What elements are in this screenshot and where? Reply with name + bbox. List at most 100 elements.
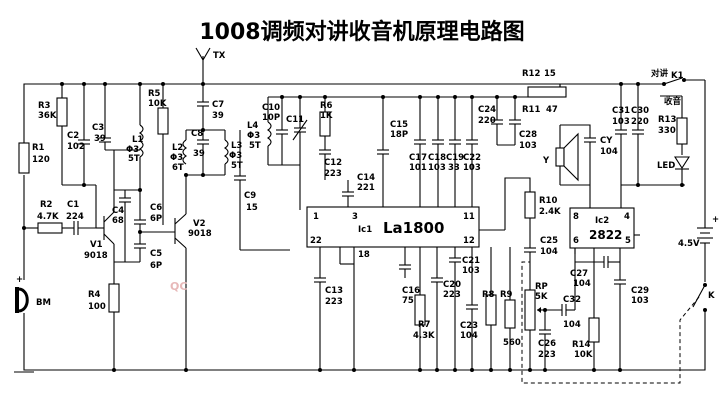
svg-text:104: 104 xyxy=(540,247,558,257)
svg-text:223: 223 xyxy=(443,290,461,300)
svg-text:C21: C21 xyxy=(462,256,480,266)
capacitor-c7: C7 39 xyxy=(197,84,224,130)
svg-text:39: 39 xyxy=(212,111,224,121)
svg-text:223: 223 xyxy=(538,350,556,360)
svg-text:Ic2: Ic2 xyxy=(595,216,609,226)
svg-text:R1: R1 xyxy=(32,143,45,153)
svg-text:C11: C11 xyxy=(286,115,304,125)
svg-text:47: 47 xyxy=(546,105,558,115)
svg-text:223: 223 xyxy=(324,169,342,179)
svg-text:1: 1 xyxy=(313,212,319,222)
svg-text:V2: V2 xyxy=(193,219,206,229)
capacitor-c11-variable: C11 xyxy=(286,97,308,210)
svg-text:68: 68 xyxy=(112,216,124,226)
svg-text:104: 104 xyxy=(460,331,478,341)
capacitor-c3: C3 39 xyxy=(92,84,140,151)
svg-text:5K: 5K xyxy=(535,292,548,302)
capacitor-c17: C17 101 xyxy=(409,97,427,207)
svg-text:C16: C16 xyxy=(402,286,420,296)
inductor-l4: L4 Φ3 5T xyxy=(247,97,272,165)
svg-text:3: 3 xyxy=(352,212,358,222)
capacitor-c5: C5 6P xyxy=(114,243,162,271)
svg-text:103: 103 xyxy=(462,266,480,276)
svg-text:4.7K: 4.7K xyxy=(37,212,59,222)
svg-text:10P: 10P xyxy=(262,113,280,123)
resistor-r14: R14 10K xyxy=(572,290,600,370)
svg-text:RP: RP xyxy=(535,282,548,292)
svg-text:CY: CY xyxy=(600,136,613,146)
svg-text:C8: C8 xyxy=(191,129,203,139)
resistor-r7: R7 4.3K xyxy=(413,247,435,370)
microphone-bm: + BM xyxy=(15,175,51,330)
svg-text:6T: 6T xyxy=(172,163,184,173)
svg-text:对讲: 对讲 xyxy=(651,68,669,79)
capacitor-c14: C14 221 xyxy=(342,173,375,210)
capacitor-c6: C6 6P xyxy=(134,190,162,244)
ic1-la1800: 1 3 11 22 18 12 Ic1 La1800 xyxy=(306,206,505,370)
inductor-l3: L3 Φ3 5T xyxy=(186,130,243,176)
svg-text:6P: 6P xyxy=(150,261,162,271)
svg-text:11: 11 xyxy=(463,212,475,222)
dashed-linkage xyxy=(521,261,700,384)
svg-text:9018: 9018 xyxy=(188,229,212,239)
svg-text:L3: L3 xyxy=(231,141,242,151)
svg-text:5: 5 xyxy=(625,236,631,246)
svg-text:R5: R5 xyxy=(148,89,161,99)
ic2-2822: 8 4 6 5 Ic2 2822 xyxy=(569,207,640,290)
inductor-l2: L2 Φ3 6T xyxy=(170,129,225,173)
capacitor-c27: C27 104 xyxy=(570,256,620,289)
capacitor-cy: CY 104 xyxy=(560,124,618,208)
svg-text:2.4K: 2.4K xyxy=(539,207,561,217)
watermark: QC xyxy=(170,280,187,293)
svg-text:R2: R2 xyxy=(40,200,53,210)
svg-text:33: 33 xyxy=(448,163,460,173)
capacitor-c21: C21 103 xyxy=(449,247,480,370)
resistor-r4: R4 100 xyxy=(88,262,120,370)
svg-text:C9: C9 xyxy=(244,191,256,201)
svg-text:Φ3: Φ3 xyxy=(247,131,260,141)
svg-text:C28: C28 xyxy=(519,130,537,140)
svg-text:K1: K1 xyxy=(671,71,684,81)
resistor-r5: R5 10K xyxy=(140,84,175,233)
capacitor-c15: C15 18P xyxy=(377,97,408,210)
svg-text:15: 15 xyxy=(246,203,258,213)
svg-text:223: 223 xyxy=(325,297,343,307)
svg-text:103: 103 xyxy=(631,296,649,306)
svg-text:L1: L1 xyxy=(132,135,143,145)
svg-text:6: 6 xyxy=(573,236,579,246)
capacitor-c8: C8 39 xyxy=(191,129,209,175)
svg-text:103: 103 xyxy=(428,163,446,173)
inductor-l1: L1 Φ3 5T xyxy=(126,84,144,190)
capacitor-c16: C16 75P xyxy=(399,247,420,306)
svg-text:C26: C26 xyxy=(538,339,556,349)
svg-text:C5: C5 xyxy=(150,249,162,259)
svg-text:Ic1: Ic1 xyxy=(358,225,372,235)
capacitor-c30: C30 220 xyxy=(621,84,685,186)
capacitor-c20: C20 223 xyxy=(431,247,461,370)
svg-text:C2: C2 xyxy=(67,131,79,141)
svg-text:220: 220 xyxy=(631,117,649,127)
svg-text:560: 560 xyxy=(503,338,521,348)
svg-text:C17: C17 xyxy=(409,153,427,163)
resistor-r3: R3 36K xyxy=(38,84,96,186)
svg-text:12: 12 xyxy=(463,236,475,246)
svg-text:L2: L2 xyxy=(172,143,183,153)
svg-text:10K: 10K xyxy=(574,350,593,360)
svg-text:R14: R14 xyxy=(572,340,590,350)
capacitor-c19: C19 33 xyxy=(446,97,464,207)
svg-text:C24: C24 xyxy=(478,105,496,115)
resistor-r11: R11 47 xyxy=(522,105,558,115)
svg-text:224: 224 xyxy=(66,212,84,222)
svg-text:102: 102 xyxy=(67,142,85,152)
junction-dots xyxy=(22,82,684,372)
svg-text:+: + xyxy=(16,275,23,285)
svg-text:6P: 6P xyxy=(150,214,162,224)
svg-text:C25: C25 xyxy=(540,236,558,246)
svg-text:C22: C22 xyxy=(463,153,481,163)
switch-k1: 对讲 K1 收音 xyxy=(640,68,705,107)
svg-text:R9: R9 xyxy=(500,290,513,300)
svg-text:K: K xyxy=(708,291,715,301)
label-bm: BM xyxy=(36,298,51,308)
svg-text:L4: L4 xyxy=(247,121,258,131)
resistor-r9: R9 560 xyxy=(500,247,521,370)
